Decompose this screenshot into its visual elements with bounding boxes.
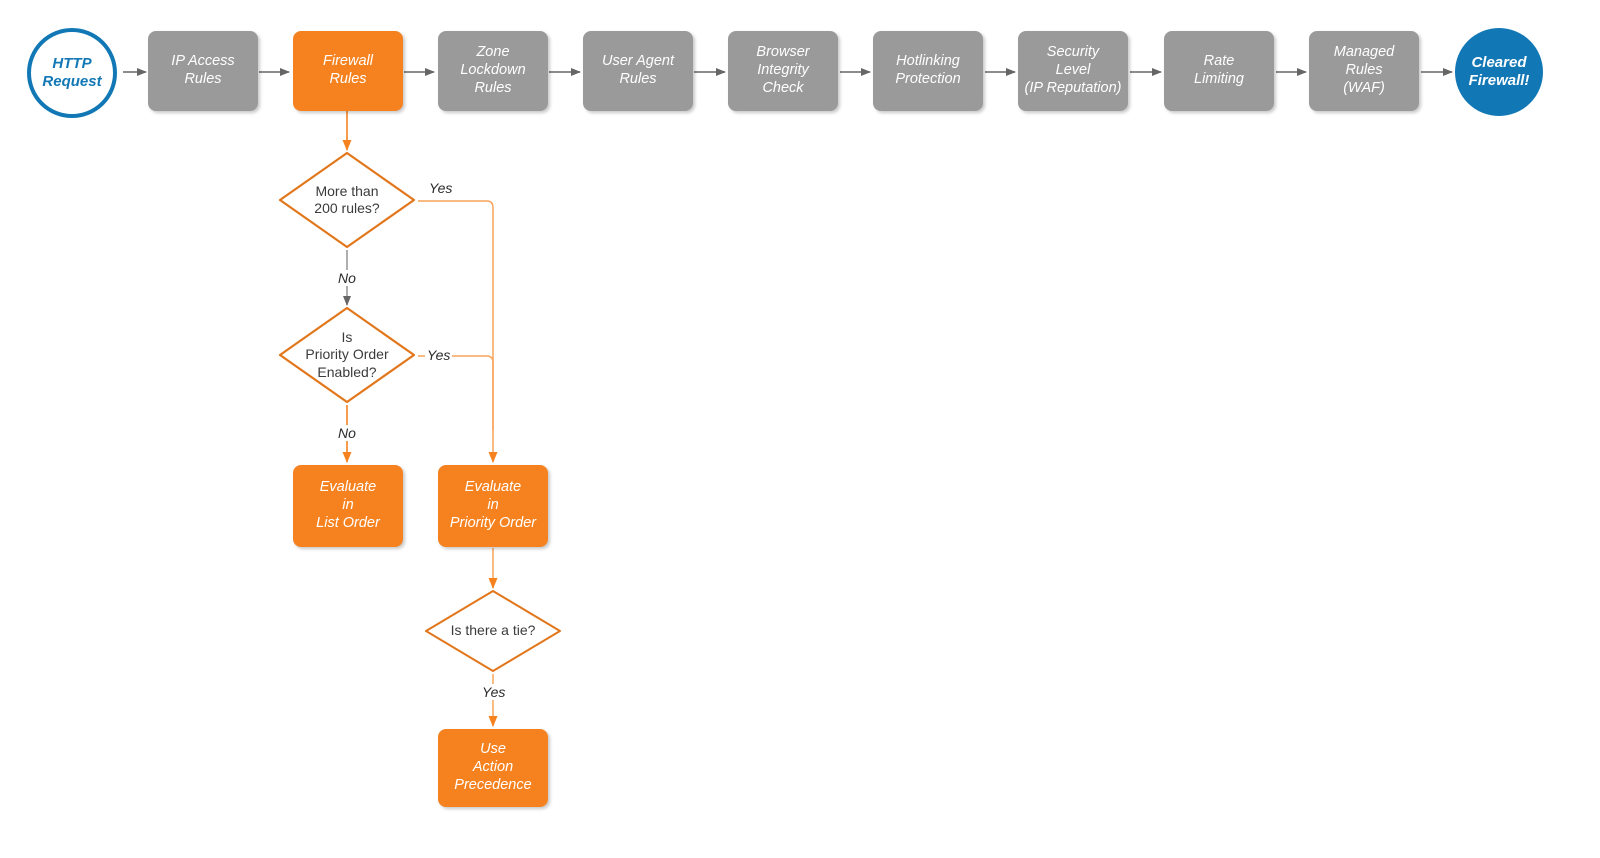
node-http-request[interactable]: HTTP Request (27, 28, 117, 118)
node-rate-limiting-label: Rate Limiting (1194, 53, 1244, 87)
node-zone-lockdown-rules-label: Zone Lockdown Rules (460, 44, 526, 96)
node-browser-integrity-check-label: Browser Integrity Check (756, 44, 810, 96)
decision-is-priority-order-enabled-label: Is Priority Order Enabled? (305, 328, 389, 380)
node-managed-rules-waf-label: Managed Rules (WAF) (1333, 44, 1395, 96)
edge-decision2-yes (418, 355, 494, 430)
diamond-shape-icon (425, 590, 561, 672)
node-firewall-rules-label: Firewall Rules (323, 53, 373, 87)
diamond-shape-icon (278, 151, 416, 249)
decision-is-there-a-tie-label: Is there a tie? (450, 622, 536, 639)
edge-label-priority-order-yes: Yes (425, 347, 453, 363)
decision-is-priority-order-enabled[interactable]: Is Priority Order Enabled? (277, 305, 417, 405)
node-cleared-firewall[interactable]: Cleared Firewall! (1455, 28, 1543, 116)
node-rate-limiting[interactable]: Rate Limiting (1164, 31, 1274, 111)
node-evaluate-in-list-order-label: Evaluate in List Order (316, 479, 380, 531)
node-ip-access-rules[interactable]: IP Access Rules (148, 31, 258, 111)
node-cleared-firewall-label: Cleared Firewall! (1468, 54, 1530, 89)
node-managed-rules-waf[interactable]: Managed Rules (WAF) (1309, 31, 1419, 111)
node-zone-lockdown-rules[interactable]: Zone Lockdown Rules (438, 31, 548, 111)
node-security-level[interactable]: Security Level (IP Reputation) (1018, 31, 1128, 111)
node-use-action-precedence-label: Use Action Precedence (454, 741, 532, 793)
node-evaluate-in-priority-order-label: Evaluate in Priority Order (449, 479, 537, 531)
edge-label-tie-yes: Yes (480, 684, 508, 700)
node-browser-integrity-check[interactable]: Browser Integrity Check (728, 31, 838, 111)
node-hotlinking-protection-label: Hotlinking Protection (895, 53, 961, 87)
edge-label-more-rules-no: No (336, 270, 358, 286)
edge-label-priority-order-no: No (336, 425, 358, 441)
node-evaluate-in-list-order[interactable]: Evaluate in List Order (293, 465, 403, 547)
node-security-level-label: Security Level (IP Reputation) (1024, 44, 1122, 96)
node-evaluate-in-priority-order[interactable]: Evaluate in Priority Order (438, 465, 548, 547)
decision-is-there-a-tie[interactable]: Is there a tie? (423, 588, 563, 674)
node-hotlinking-protection[interactable]: Hotlinking Protection (873, 31, 983, 111)
node-user-agent-rules[interactable]: User Agent Rules (583, 31, 693, 111)
decision-more-than-200-rules-label: More than 200 rules? (314, 182, 380, 217)
diamond-shape-icon (278, 306, 416, 404)
node-http-request-label: HTTP Request (42, 55, 102, 90)
node-ip-access-rules-label: IP Access Rules (171, 53, 235, 87)
node-use-action-precedence[interactable]: Use Action Precedence (438, 729, 548, 807)
edge-decision1-yes (418, 200, 498, 463)
decision-more-than-200-rules[interactable]: More than 200 rules? (277, 150, 417, 250)
node-user-agent-rules-label: User Agent Rules (602, 53, 674, 87)
edge-label-more-rules-yes: Yes (427, 180, 455, 196)
node-firewall-rules[interactable]: Firewall Rules (293, 31, 403, 111)
